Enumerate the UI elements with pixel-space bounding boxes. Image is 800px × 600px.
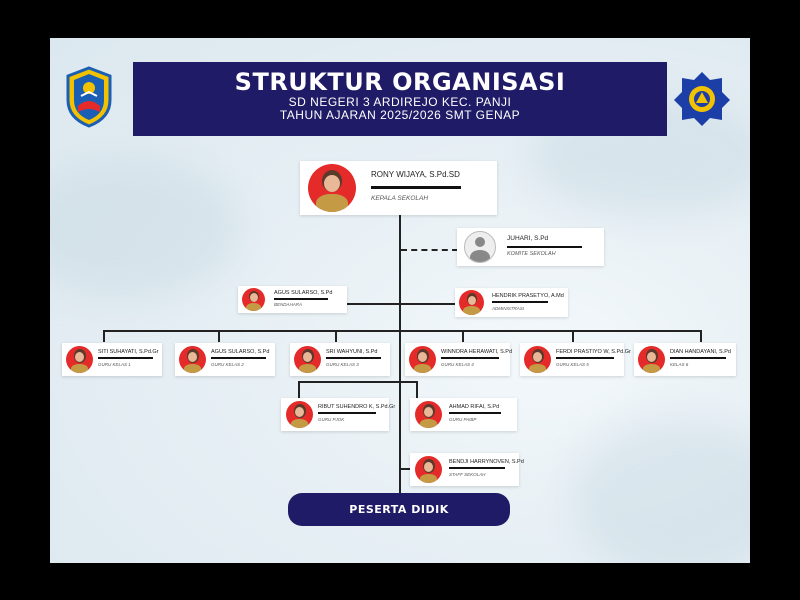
students-box: PESERTA DIDIK xyxy=(288,493,510,526)
background-blob xyxy=(570,418,750,563)
name-underline xyxy=(556,357,614,359)
subject-teacher-photo xyxy=(415,401,442,428)
teacher-photo xyxy=(524,346,551,373)
name-underline xyxy=(449,412,501,414)
admin-card: HENDRIK PRASETYO, A.Md ADMINISTRASI xyxy=(455,288,568,317)
teacher-name: WINNORA HERAWATI, S.Pd xyxy=(441,349,512,355)
committee-role: KOMITE SEKOLAH xyxy=(507,251,556,257)
teacher-photo xyxy=(179,346,206,373)
teacher-card: WINNORA HERAWATI, S.Pd GURU KELAS 4 xyxy=(405,343,512,376)
school-name: SD NEGERI 3 ARDIREJO KEC. PANJI xyxy=(288,95,512,109)
teacher-branch-line xyxy=(462,330,464,342)
name-underline xyxy=(211,357,266,359)
subject-teacher-role: GURU PAIBP xyxy=(449,417,477,422)
staff-branch-line xyxy=(401,468,417,470)
teacher-role: KELAS 6 xyxy=(670,362,689,367)
teacher-card: FERDI PRASTIYO W, S.Pd.Gr GURU KELAS 5 xyxy=(520,343,631,376)
subject-branch-line xyxy=(416,381,418,399)
title-banner: STRUKTUR ORGANISASI SD NEGERI 3 ARDIREJO… xyxy=(133,62,667,136)
teacher-card: AGUS SULARSO, S.Pd GURU KELAS 2 xyxy=(175,343,275,376)
subject-teacher-card: RIBUT SUHENDRO K, S.Pd.Gr GURU PJOK xyxy=(281,398,395,431)
teacher-branch-line xyxy=(218,330,220,342)
teacher-branch-line xyxy=(572,330,574,342)
teacher-photo xyxy=(638,346,665,373)
teacher-role: GURU KELAS 4 xyxy=(441,362,474,367)
admin-photo xyxy=(459,290,484,315)
admin-name: HENDRIK PRASETYO, A.Md xyxy=(492,293,564,299)
committee-name: JUHARI, S.Pd xyxy=(507,235,549,242)
name-underline xyxy=(492,301,548,303)
teacher-photo xyxy=(294,346,321,373)
teacher-card: SITI SUHAYATI, S.Pd.Gr GURU KELAS 1 xyxy=(62,343,162,376)
teacher-card: SRI WAHYUNI, S.Pd GURU KELAS 3 xyxy=(290,343,390,376)
name-underline xyxy=(274,298,328,300)
ministry-logo-icon xyxy=(672,70,732,128)
teacher-role: GURU KELAS 3 xyxy=(326,362,359,367)
principal-card: RONY WIJAYA, S.Pd.SD KEPALA SEKOLAH xyxy=(300,161,497,215)
teacher-name: FERDI PRASTIYO W, S.Pd.Gr xyxy=(556,349,631,355)
treasurer-photo xyxy=(242,288,265,311)
teacher-role: GURU KELAS 1 xyxy=(98,362,131,367)
subject-teacher-role: GURU PJOK xyxy=(318,417,345,422)
staff-role: STAFF SEKOLAH xyxy=(449,472,486,477)
teacher-photo xyxy=(409,346,436,373)
page-title: STRUKTUR ORGANISASI xyxy=(234,68,566,96)
teacher-branch-line xyxy=(335,330,337,342)
teacher-card: DIAN HANDAYANI, S.Pd KELAS 6 xyxy=(634,343,736,376)
teacher-name: DIAN HANDAYANI, S.Pd xyxy=(670,349,731,355)
committee-card: JUHARI, S.Pd KOMITE SEKOLAH xyxy=(457,228,604,266)
teacher-name: AGUS SULARSO, S.Pd xyxy=(211,349,270,355)
teacher-role: GURU KELAS 2 xyxy=(211,362,244,367)
subject-teacher-name: RIBUT SUHENDRO K, S.Pd.Gr xyxy=(318,404,396,410)
name-underline xyxy=(670,357,726,359)
staff-name: BENDJI HARRYNOVEN, S.Pd xyxy=(449,459,524,465)
teacher-role: GURU KELAS 5 xyxy=(556,362,589,367)
teacher-name: SITI SUHAYATI, S.Pd.Gr xyxy=(98,349,159,355)
org-chart-canvas: STRUKTUR ORGANISASI SD NEGERI 3 ARDIREJO… xyxy=(50,38,750,563)
name-underline xyxy=(371,186,461,189)
teacher-photo xyxy=(66,346,93,373)
subject-teacher-card: AHMAD RIFAI, S.Pd GURU PAIBP xyxy=(410,398,517,431)
admin-role: ADMINISTRASI xyxy=(492,306,525,311)
principal-name: RONY WIJAYA, S.Pd.SD xyxy=(371,170,460,179)
staff-card: BENDJI HARRYNOVEN, S.Pd STAFF SEKOLAH xyxy=(410,453,524,486)
regency-logo-icon xyxy=(64,66,114,128)
name-underline xyxy=(449,467,505,469)
subject-teacher-name: AHMAD RIFAI, S.Pd xyxy=(449,404,500,410)
staff-photo xyxy=(415,456,442,483)
name-underline xyxy=(441,357,499,359)
teacher-name: SRI WAHYUNI, S.Pd xyxy=(326,349,378,355)
teacher-branch-line xyxy=(700,330,702,342)
principal-role: KEPALA SEKOLAH xyxy=(371,195,429,202)
background-blob xyxy=(50,158,240,298)
teacher-branch-line xyxy=(103,330,105,342)
main-trunk-line xyxy=(399,214,401,494)
subject-teacher-photo xyxy=(286,401,313,428)
staff-connector-line xyxy=(276,303,524,305)
academic-year: TAHUN AJARAN 2025/2026 SMT GENAP xyxy=(279,108,521,122)
name-underline xyxy=(507,246,582,248)
name-underline xyxy=(98,357,153,359)
principal-photo xyxy=(308,164,356,212)
treasurer-role: BENDAHARA xyxy=(274,302,303,307)
subject-teachers-connector-line xyxy=(298,381,418,383)
treasurer-card: AGUS SULARSO, S.Pd BENDAHARA xyxy=(238,286,347,313)
name-underline xyxy=(326,357,381,359)
committee-photo-placeholder-icon xyxy=(464,231,496,263)
teachers-connector-line xyxy=(103,330,702,332)
subject-branch-line xyxy=(298,381,300,399)
treasurer-name: AGUS SULARSO, S.Pd xyxy=(274,290,333,296)
committee-dashed-line xyxy=(401,249,458,251)
name-underline xyxy=(318,412,376,414)
